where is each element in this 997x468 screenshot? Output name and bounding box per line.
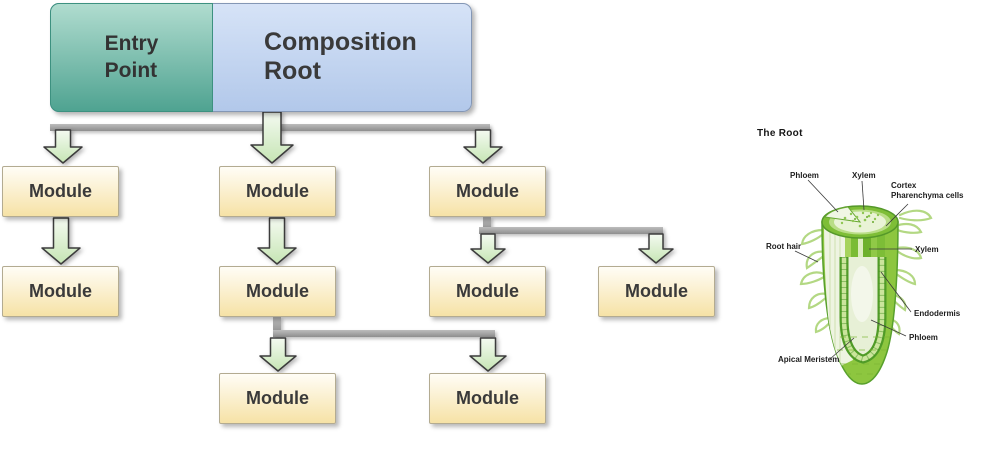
module-label: Module	[456, 181, 519, 201]
root-label-root-hair: Root hair	[766, 242, 801, 251]
module-label: Module	[456, 281, 519, 301]
down-arrow-icon	[43, 129, 83, 164]
down-arrow-icon	[638, 233, 674, 264]
module-label: Module	[625, 281, 688, 301]
entry-point-box: Entry Point	[50, 3, 213, 112]
down-arrow-icon	[470, 233, 506, 264]
down-arrow-icon	[469, 337, 507, 372]
root-figure-title: The Root	[757, 128, 803, 139]
connector-stub-middle-branch	[273, 317, 281, 334]
module-label: Module	[29, 281, 92, 301]
down-arrow-icon	[259, 337, 297, 372]
down-arrow-icon	[41, 217, 81, 265]
module-label: Module	[246, 181, 309, 201]
root-figure: The Root	[745, 122, 997, 422]
arrow-layer	[41, 111, 674, 372]
module-box-2: Module	[219, 166, 336, 217]
module-box-5: Module	[219, 266, 336, 317]
down-arrow-icon	[250, 111, 294, 164]
root-illustration: Phloem Xylem Cortex Pharenchyma cells Ro…	[766, 171, 964, 385]
root-cross-section	[821, 205, 899, 239]
root-label-phloem-top: Phloem	[790, 171, 819, 180]
composition-root-label: Composition Root	[264, 28, 417, 85]
module-label: Module	[456, 388, 519, 408]
root-label-cortex-line2: Pharenchyma cells	[891, 191, 964, 200]
module-box-9: Module	[429, 373, 546, 424]
module-label: Module	[246, 388, 309, 408]
leader-lines	[794, 179, 912, 360]
module-box-3: Module	[429, 166, 546, 217]
module-box-7: Module	[598, 266, 715, 317]
root-label-xylem-top: Xylem	[852, 171, 876, 180]
module-label: Module	[29, 181, 92, 201]
module-box-4: Module	[2, 266, 119, 317]
connector-stub-right-branch	[483, 217, 491, 231]
root-label-endodermis: Endodermis	[914, 309, 961, 318]
module-box-6: Module	[429, 266, 546, 317]
module-box-8: Module	[219, 373, 336, 424]
module-box-1: Module	[2, 166, 119, 217]
entry-point-label: Entry Point	[104, 32, 159, 82]
connector-bar-middle-branch	[273, 330, 495, 337]
root-label-phloem-lower: Phloem	[909, 333, 938, 342]
root-label-cortex-line1: Cortex	[891, 181, 917, 190]
connector-bar-right-branch	[479, 227, 663, 234]
root-label-xylem-right: Xylem	[915, 245, 939, 254]
root-label-apical-meristem: Apical Meristem	[778, 355, 839, 364]
down-arrow-icon	[463, 129, 503, 164]
down-arrow-icon	[257, 217, 297, 265]
module-label: Module	[246, 281, 309, 301]
